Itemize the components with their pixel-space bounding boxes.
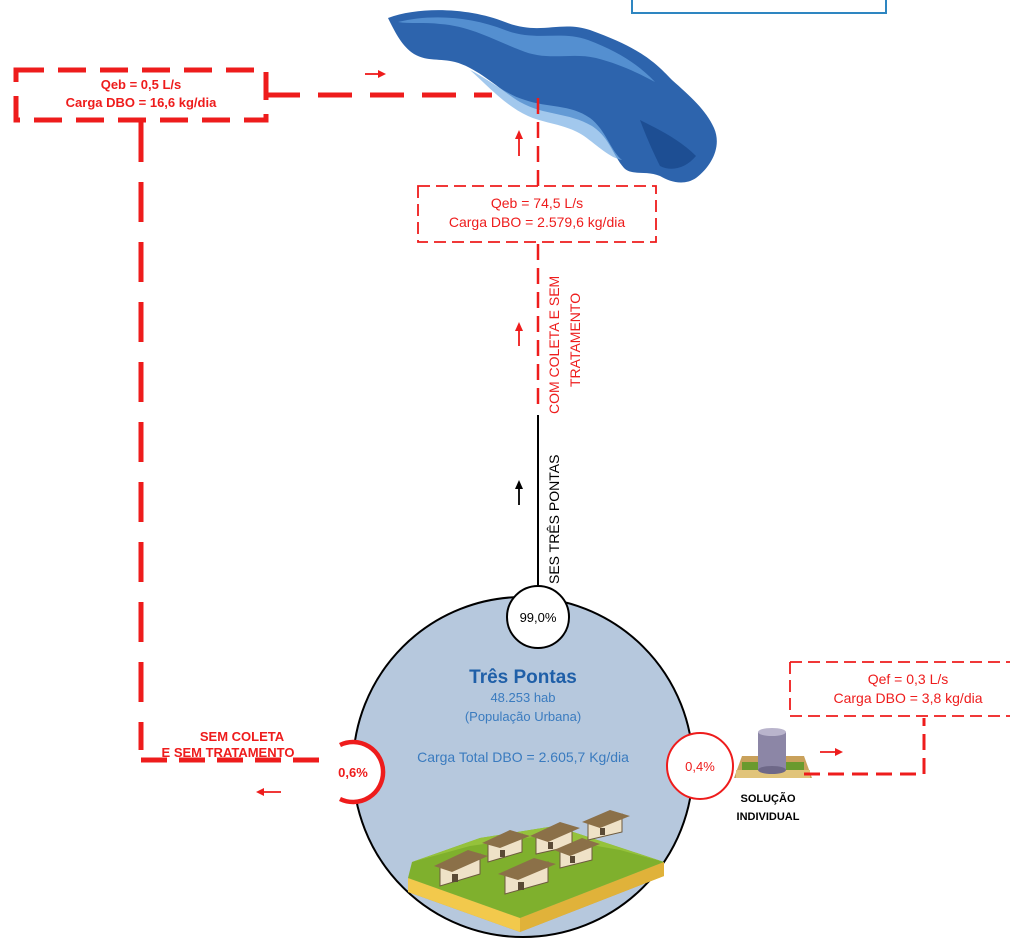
individual-percentage: 0,4% bbox=[685, 759, 715, 774]
middle-flow-text: Qeb = 74,5 L/s bbox=[491, 195, 583, 211]
arrow-left-icon bbox=[256, 788, 281, 796]
collected-label-line2: TRATAMENTO bbox=[567, 293, 583, 387]
septic-tank-icon bbox=[734, 728, 812, 778]
individual-label-line2: INDIVIDUAL bbox=[737, 811, 800, 823]
right-load-text: Carga DBO = 3,8 kg/dia bbox=[833, 690, 982, 706]
city-population: 48.253 hab bbox=[490, 690, 555, 705]
right-flow-text: Qef = 0,3 L/s bbox=[868, 671, 949, 687]
top-left-flow-text: Qeb = 0,5 L/s bbox=[101, 77, 182, 92]
no-collection-percentage-circle bbox=[323, 742, 383, 802]
individual-label-line1: SOLUÇÃO bbox=[741, 792, 796, 805]
city-population-note: (População Urbana) bbox=[465, 709, 581, 724]
legend-box bbox=[631, 0, 887, 14]
collected-label-line1: COM COLETA E SEM bbox=[546, 276, 562, 414]
arrow-up-icon bbox=[515, 130, 523, 156]
city-total-load: Carga Total DBO = 2.605,7 Kg/dia bbox=[417, 749, 629, 765]
top-left-load-text: Carga DBO = 16,6 kg/dia bbox=[66, 95, 217, 110]
individual-percentage-circle bbox=[666, 732, 734, 800]
river-icon bbox=[388, 10, 717, 183]
ses-percentage: 99,0% bbox=[520, 610, 557, 625]
no-collection-percentage-arc bbox=[339, 739, 386, 805]
arrow-right-icon bbox=[820, 748, 843, 756]
ses-percentage-circle bbox=[506, 585, 570, 649]
no-collection-percentage: 0,6% bbox=[338, 765, 368, 780]
houses-illustration bbox=[408, 810, 664, 932]
arrow-up-icon bbox=[515, 322, 523, 346]
middle-load-box bbox=[417, 185, 657, 243]
no-collection-label-line2: E SEM TRATAMENTO bbox=[162, 745, 295, 760]
no-collection-label-line1: SEM COLETA bbox=[200, 729, 285, 744]
middle-load-text: Carga DBO = 2.579,6 kg/dia bbox=[449, 214, 625, 230]
city-name: Três Pontas bbox=[469, 667, 577, 688]
right-load-box bbox=[789, 661, 1010, 717]
arrow-up-icon bbox=[515, 480, 523, 505]
arrow-right-icon bbox=[365, 70, 386, 78]
ses-label: SES TRÊS PONTAS bbox=[546, 455, 562, 584]
